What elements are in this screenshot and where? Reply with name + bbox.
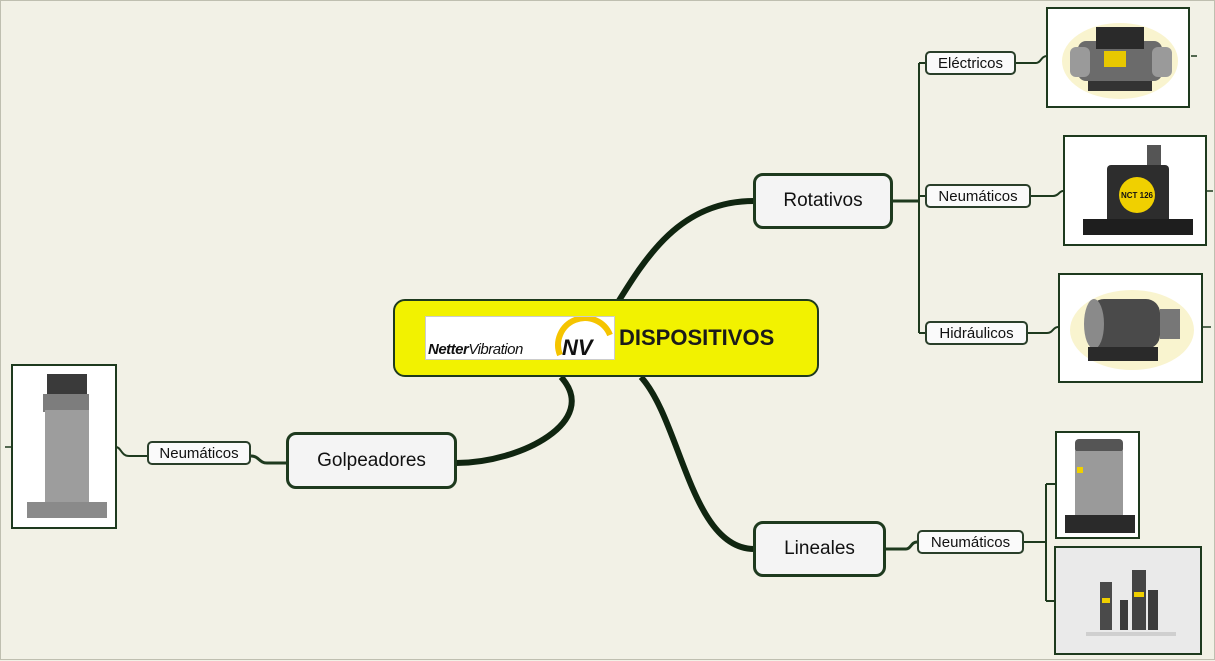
sub-golpeadores-neumaticos[interactable]: Neumáticos bbox=[147, 441, 251, 465]
electric-vibrator-image bbox=[1046, 7, 1190, 108]
linear-vibrators-group-image bbox=[1054, 546, 1202, 655]
central-topic-title: DISPOSITIVOS bbox=[619, 325, 775, 350]
pneumatic-rotary-vibrator-image: NCT 126 bbox=[1063, 135, 1207, 246]
nv-logo-mark: NV bbox=[555, 317, 613, 360]
branch-rotativos[interactable]: Rotativos bbox=[753, 173, 893, 229]
central-topic[interactable]: NetterVibration NV DISPOSITIVOS bbox=[393, 299, 819, 377]
netter-vibration-logo: NetterVibration NV bbox=[425, 316, 615, 360]
sub-electricos[interactable]: Eléctricos bbox=[925, 51, 1016, 75]
hydraulic-vibrator-image bbox=[1058, 273, 1203, 383]
branch-golpeadores[interactable]: Golpeadores bbox=[286, 432, 457, 489]
branch-lineales[interactable]: Lineales bbox=[753, 521, 886, 577]
sub-lineales-neumaticos[interactable]: Neumáticos bbox=[917, 530, 1024, 554]
linear-vibrator-image bbox=[1055, 431, 1140, 539]
logo-wordmark: NetterVibration bbox=[428, 341, 523, 358]
sub-hidraulicos[interactable]: Hidráulicos bbox=[925, 321, 1028, 345]
svg-text:NV: NV bbox=[562, 335, 595, 360]
pneumatic-impactor-image bbox=[11, 364, 117, 529]
sub-rotativos-neumaticos[interactable]: Neumáticos bbox=[925, 184, 1031, 208]
nct-label: NCT 126 bbox=[1121, 191, 1154, 200]
